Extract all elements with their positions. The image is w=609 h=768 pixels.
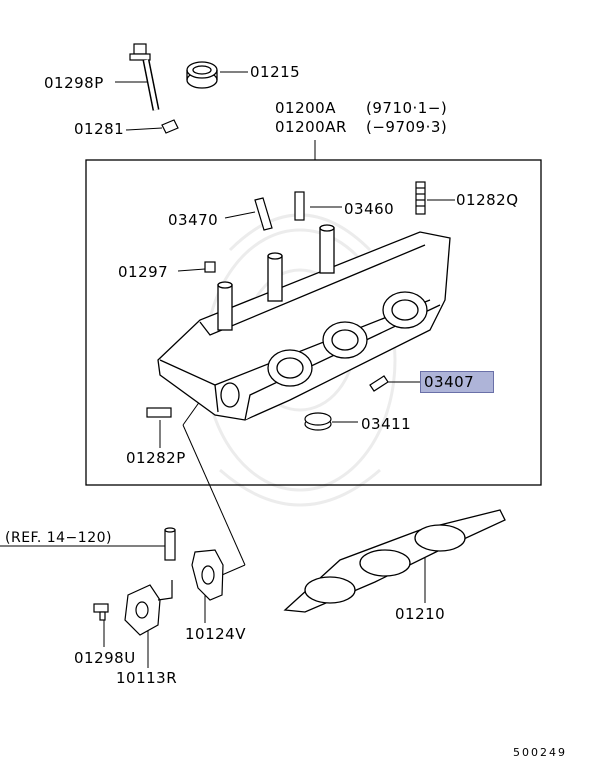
diagram-id: 500249 (513, 746, 567, 759)
label-10113R[interactable]: 10113R (116, 669, 178, 687)
stud-01282Q-drawing (415, 181, 426, 215)
label-10124V[interactable]: 10124V (185, 625, 246, 643)
label-03411[interactable]: 03411 (361, 415, 412, 433)
gasket-10124V-drawing (191, 549, 224, 601)
cylinder-head-drawing (157, 224, 451, 421)
assembly-frame (85, 159, 542, 486)
pin-01281-drawing (161, 119, 179, 134)
stud-01282P-drawing (146, 407, 172, 418)
guide-03460-drawing (294, 191, 305, 221)
label-03460[interactable]: 03460 (344, 200, 395, 218)
label-01282P[interactable]: 01282P (126, 449, 186, 467)
label-01282Q[interactable]: 01282Q (456, 191, 519, 209)
label-03470[interactable]: 03470 (168, 211, 219, 229)
bolt-01298U-drawing (93, 603, 109, 621)
head-gasket-01210-drawing (283, 509, 506, 613)
label-03407[interactable]: 03407 (420, 371, 494, 393)
label-01200A-note: (9710·1−) (366, 99, 448, 117)
label-01200A[interactable]: 01200A (275, 99, 336, 117)
label-01298U[interactable]: 01298U (74, 649, 136, 667)
seal-03407-drawing (369, 375, 389, 392)
label-01297[interactable]: 01297 (118, 263, 169, 281)
bolt-01298P-drawing (129, 43, 160, 111)
label-01200AR-note: (−9709·3) (366, 118, 448, 136)
label-ref-14-120[interactable]: (REF. 14−120) (5, 530, 112, 546)
guide-03470-drawing (254, 197, 273, 231)
pipe-ref-drawing (164, 527, 176, 561)
label-01215[interactable]: 01215 (250, 63, 301, 81)
housing-10113R-drawing (124, 580, 173, 636)
label-01210[interactable]: 01210 (395, 605, 446, 623)
label-01281[interactable]: 01281 (74, 120, 125, 138)
ring-03411-drawing (304, 412, 332, 431)
label-01298P[interactable]: 01298P (44, 74, 104, 92)
label-01200AR[interactable]: 01200AR (275, 118, 347, 136)
seal-01215-drawing (186, 61, 218, 89)
plug-01297-drawing (204, 261, 216, 273)
